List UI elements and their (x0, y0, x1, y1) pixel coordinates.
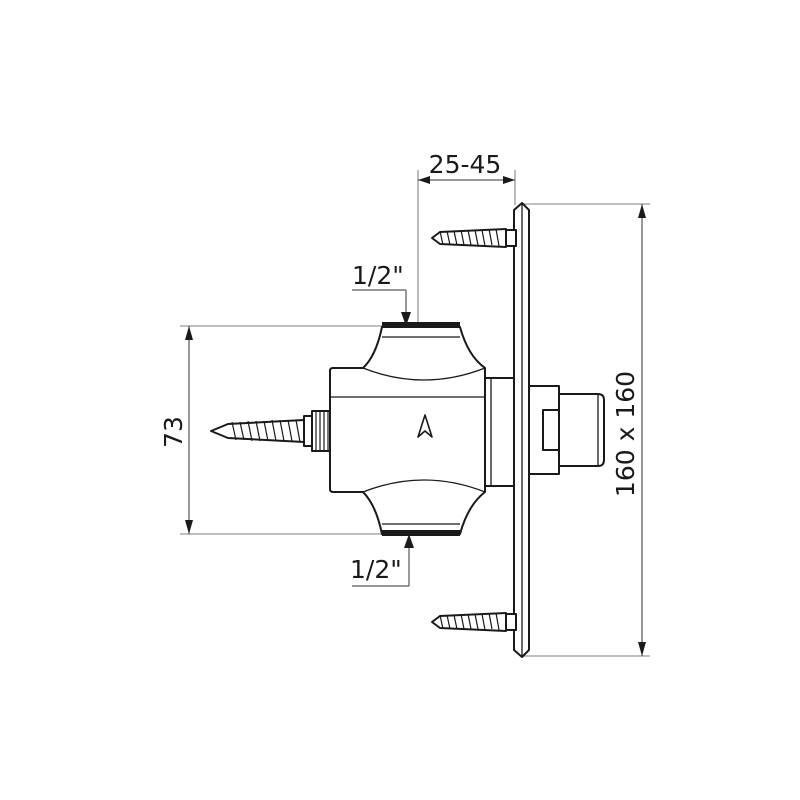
screw-head (505, 613, 517, 631)
connector-sleeve (484, 377, 515, 487)
outlet-bottom-face (382, 530, 460, 536)
screw-thread (231, 419, 301, 443)
arrowhead (404, 534, 414, 548)
dimension-label-inlet-top: 1/2" (352, 261, 404, 290)
dimension-label-body-height: 73 (159, 416, 188, 448)
dimension-inlet-top: 1/2" (352, 261, 411, 326)
body-curve-top (362, 367, 486, 381)
mounting-screw-bottom (431, 612, 517, 632)
screw-thread (439, 228, 500, 247)
screw-head (505, 229, 517, 247)
dimension-body-height: 73 (159, 325, 418, 535)
dimension-plate-size: 160 x 160 (524, 203, 650, 657)
dimension-inlet-bottom: 1/2" (350, 534, 414, 587)
dimension-label-wall-depth: 25-45 (429, 150, 502, 179)
arrowhead (185, 520, 193, 534)
button-slot (542, 409, 560, 451)
dimension-wall-depth: 25-45 (417, 150, 516, 322)
dimension-label-inlet-bottom: 1/2" (350, 555, 402, 584)
button-head (558, 393, 605, 467)
rear-fixing-screw (210, 410, 333, 452)
dimension-label-plate-size: 160 x 160 (611, 371, 640, 497)
body-curve-bottom (362, 479, 486, 493)
arrowhead (185, 326, 193, 340)
arrowhead (638, 642, 646, 656)
inlet-top-face (382, 322, 460, 328)
screw-nut (303, 415, 313, 447)
push-button (528, 385, 605, 475)
boss-thread (315, 411, 329, 451)
arrowhead (638, 204, 646, 218)
arrowhead (401, 312, 411, 326)
body-connector (484, 377, 515, 487)
arrowhead (503, 176, 515, 184)
valve-body (329, 322, 486, 536)
triangle-logo-icon (417, 414, 433, 438)
mounting-screw-top (431, 228, 517, 248)
arrowhead (418, 176, 430, 184)
screw-thread (439, 612, 500, 631)
wall-plate (513, 202, 530, 658)
body-outline (329, 326, 486, 535)
